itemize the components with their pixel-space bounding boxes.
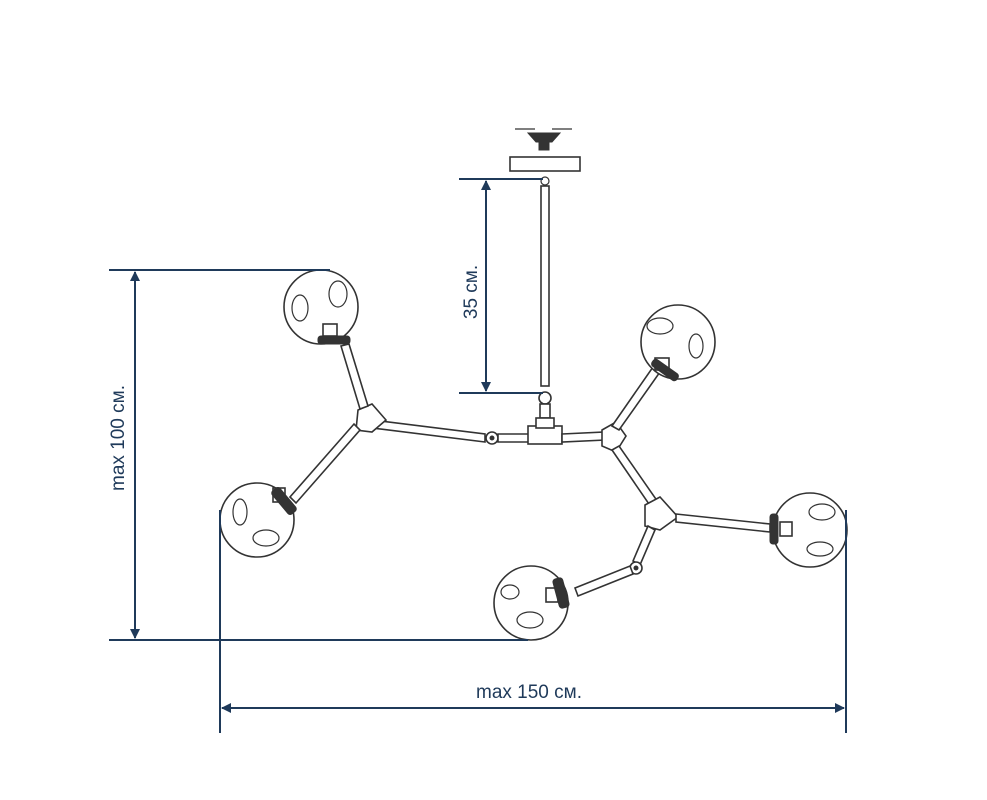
max-width-label: max 150 см.	[476, 682, 582, 703]
height-dimension: max 100 см.	[108, 269, 528, 641]
suspension-rod	[538, 176, 552, 419]
ceiling-mount	[509, 128, 581, 172]
rod-dimension: 35 см.	[459, 178, 543, 394]
shade-bottom-left	[219, 482, 297, 558]
shade-top-right	[640, 304, 716, 382]
shade-right	[769, 492, 848, 568]
shade-top-left	[283, 269, 359, 345]
width-dimension: max 150 см.	[219, 510, 847, 733]
max-height-label: max 100 см.	[108, 385, 129, 491]
shade-bottom	[493, 565, 570, 641]
rod-length-label: 35 см.	[461, 265, 482, 319]
chandelier-frame	[288, 343, 771, 598]
